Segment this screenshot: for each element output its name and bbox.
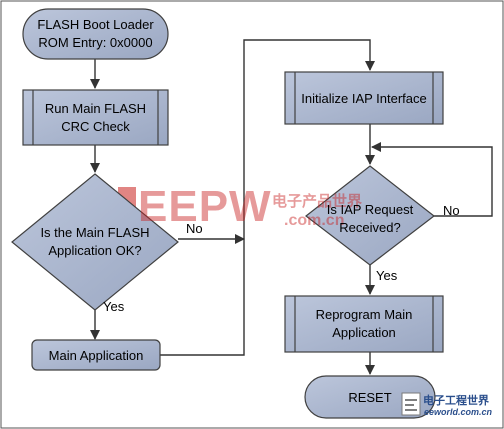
reset-label: RESET (348, 390, 392, 405)
start-label-line2: ROM Entry: 0x0000 (38, 35, 153, 50)
main-app-label: Main Application (48, 348, 144, 363)
decision1-label-line2: Application OK? (48, 243, 142, 258)
decision2-yes-label: Yes (376, 268, 398, 283)
decision2-diamond (305, 165, 435, 266)
corner-watermark-cn: 电子工程世界 (423, 395, 489, 407)
reprogram-process-box (284, 295, 444, 353)
crc-label-line1: Run Main FLASH (44, 101, 147, 116)
decision2-label-line1: Is IAP Request (326, 202, 414, 217)
iap-init-label: Initialize IAP Interface (301, 91, 427, 106)
decision2-label-line2: Received? (339, 220, 401, 235)
crc-process-box (22, 89, 169, 146)
decision2-no-label: No (443, 203, 460, 218)
decision1-yes-label: Yes (103, 299, 125, 314)
iap-process-box (284, 71, 444, 125)
decision1-label-line1: Is the Main FLASH (40, 225, 150, 240)
corner-watermark-url: eeworld.com.cn (424, 407, 493, 417)
start-terminator (22, 8, 169, 60)
main-app-box (31, 339, 161, 371)
watermark-cn-text: 电子产品世界 (272, 193, 363, 210)
start-label-line1: FLASH Boot Loader (37, 17, 154, 32)
reprogram-label-line2: Application (332, 325, 396, 340)
watermark-logo-text: EEPW (138, 182, 272, 231)
reprogram-label-line1: Reprogram Main (315, 307, 413, 322)
edge-decision2-no (371, 142, 493, 217)
edge-main-app-to-iap (160, 39, 375, 356)
decision1-no-label: No (186, 221, 203, 236)
corner-logo-glyph (405, 399, 417, 411)
decision1-diamond (11, 173, 179, 311)
connectors (90, 39, 493, 375)
watermark-com-text: .com.cn (284, 212, 345, 229)
crc-label-line2: CRC Check (61, 119, 130, 134)
